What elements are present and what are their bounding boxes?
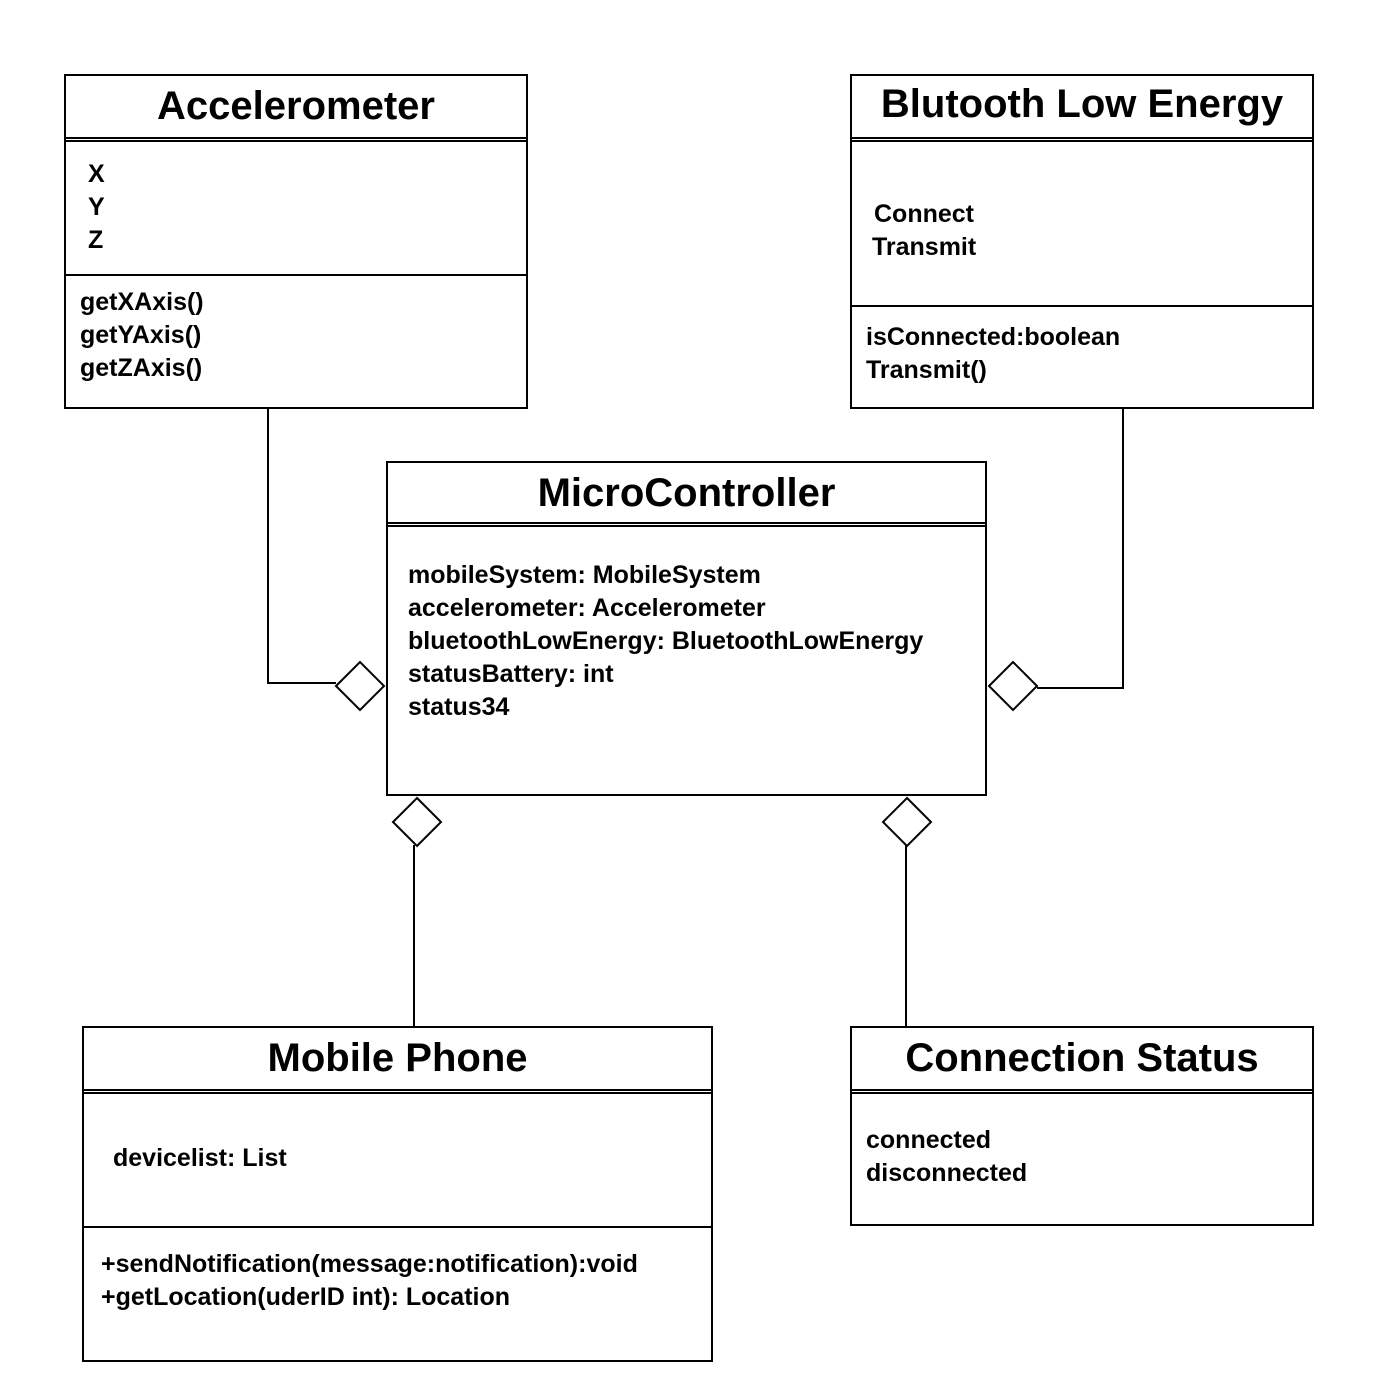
aggregation-diamond-mobile-phone [391,796,443,848]
attribute: status34 [408,693,510,721]
aggregation-diamond-ble [987,660,1039,712]
connector-ble [1037,408,1124,689]
class-mobile-phone[interactable]: Mobile Phone devicelist: List +sendNotif… [82,1026,713,1362]
method: getXAxis() [80,288,204,316]
method: Transmit() [866,356,987,384]
aggregation-diamond-accelerometer [334,660,386,712]
method: getZAxis() [80,354,203,382]
attributes-section: Connect Transmit [852,198,1312,264]
class-microcontroller[interactable]: MicroController mobileSystem: MobileSyst… [386,461,987,796]
class-title: Mobile Phone [84,1028,711,1094]
class-title: MicroController [388,463,985,527]
attribute: Transmit [872,233,977,261]
class-title: Connection Status [852,1028,1312,1094]
attribute: X [88,160,105,188]
attribute: Z [88,226,104,254]
attribute: Connect [874,200,974,228]
attribute: bluetoothLowEnergy: BluetoothLowEnergy [408,627,924,655]
class-connection-status[interactable]: Connection Status connected disconnected [850,1026,1314,1226]
class-title: Accelerometer [66,76,526,142]
attributes-section: mobileSystem: MobileSystem accelerometer… [388,559,985,724]
connector-accelerometer [267,408,336,684]
method: getYAxis() [80,321,202,349]
class-title: Blutooth Low Energy [852,76,1312,142]
attribute: connected [866,1126,992,1154]
attributes-section: connected disconnected [852,1124,1312,1190]
aggregation-diamond-connection-status [881,796,933,848]
methods-section: +sendNotification(message:notification):… [84,1226,711,1360]
method: +sendNotification(message:notification):… [101,1250,638,1278]
attributes-section: devicelist: List [84,1142,711,1175]
methods-section: getXAxis() getYAxis() getZAxis() [66,274,526,407]
method: isConnected:boolean [866,323,1121,351]
attribute: Y [88,193,105,221]
class-accelerometer[interactable]: Accelerometer X Y Z getXAxis() getYAxis(… [64,74,528,409]
attribute: statusBattery: int [408,660,614,688]
methods-section: isConnected:boolean Transmit() [852,305,1312,407]
attribute: accelerometer: Accelerometer [408,594,766,622]
attribute: devicelist: List [113,1144,287,1172]
attributes-section: X Y Z [66,158,526,257]
attribute: mobileSystem: MobileSystem [408,561,761,589]
class-ble[interactable]: Blutooth Low Energy Connect Transmit isC… [850,74,1314,409]
attribute: disconnected [866,1159,1028,1187]
method: +getLocation(uderID int): Location [101,1283,511,1311]
